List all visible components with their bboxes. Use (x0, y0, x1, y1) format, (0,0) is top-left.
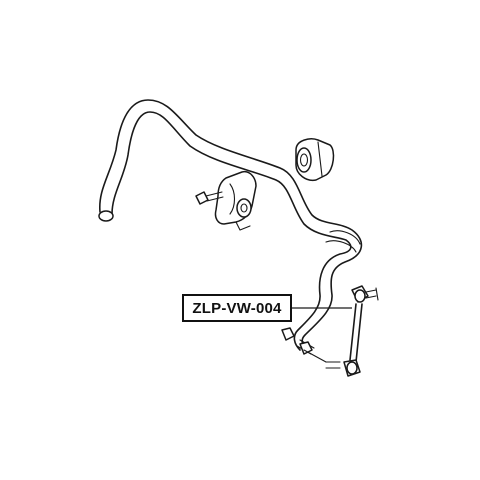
part-number-callout: ZLP-VW-004 (182, 294, 292, 322)
stabilizer-link (325, 285, 379, 377)
part-number-label: ZLP-VW-004 (192, 299, 282, 317)
stabilizer-bar (98, 99, 363, 355)
link-nuts (281, 327, 327, 363)
bushing-upper (295, 138, 335, 182)
clamp-bracket (195, 170, 257, 231)
